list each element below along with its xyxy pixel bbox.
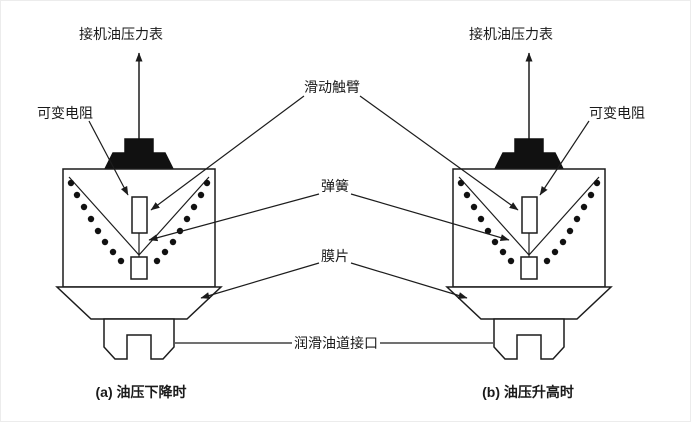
leader-lines	[88, 95, 590, 344]
label-variable-resistor-a: 可变电阻	[37, 105, 93, 121]
leader-variable-resistor-a	[88, 120, 129, 196]
leader-diaphragm-b	[350, 262, 468, 299]
sensor-unit-b	[445, 52, 613, 360]
label-gauge-a: 接机油压力表	[79, 26, 163, 42]
leader-spring-b	[350, 193, 510, 241]
label-spring: 弹簧	[321, 178, 349, 194]
label-sliding-arm: 滑动触臂	[304, 79, 360, 95]
leader-spring-a	[148, 193, 320, 242]
caption-a: (a) 油压下降时	[96, 384, 187, 400]
coil-dots-b	[457, 179, 601, 265]
leader-diaphragm-a	[200, 262, 320, 299]
spring-block-a	[130, 256, 148, 280]
wires-b	[458, 176, 600, 256]
terminal-block-b	[493, 138, 565, 170]
spring-block-b	[520, 256, 538, 280]
terminal-block-a	[103, 138, 175, 170]
leader-sliding-arm-a	[150, 95, 305, 211]
oil-port-base-b	[493, 318, 565, 360]
coil-dots-a	[67, 179, 211, 265]
labels: 接机油压力表 接机油压力表 可变电阻 可变电阻 滑动触臂 弹簧 膜片 润滑油道接…	[37, 26, 645, 400]
label-oil-port: 润滑油道接口	[294, 335, 378, 351]
wires-a	[68, 176, 210, 256]
caption-b: (b) 油压升高时	[482, 384, 574, 400]
sensor-unit-a	[55, 52, 223, 360]
diaphragm-a	[55, 286, 223, 320]
variable-resistor-a	[131, 196, 148, 234]
diaphragm-b	[445, 286, 613, 320]
leader-variable-resistor-b	[539, 120, 590, 196]
label-variable-resistor-b: 可变电阻	[589, 105, 645, 121]
oil-port-base-a	[103, 318, 175, 360]
variable-resistor-b	[521, 196, 538, 234]
label-gauge-b: 接机油压力表	[469, 26, 553, 42]
label-diaphragm: 膜片	[321, 248, 349, 264]
leader-sliding-arm-b	[359, 95, 519, 211]
